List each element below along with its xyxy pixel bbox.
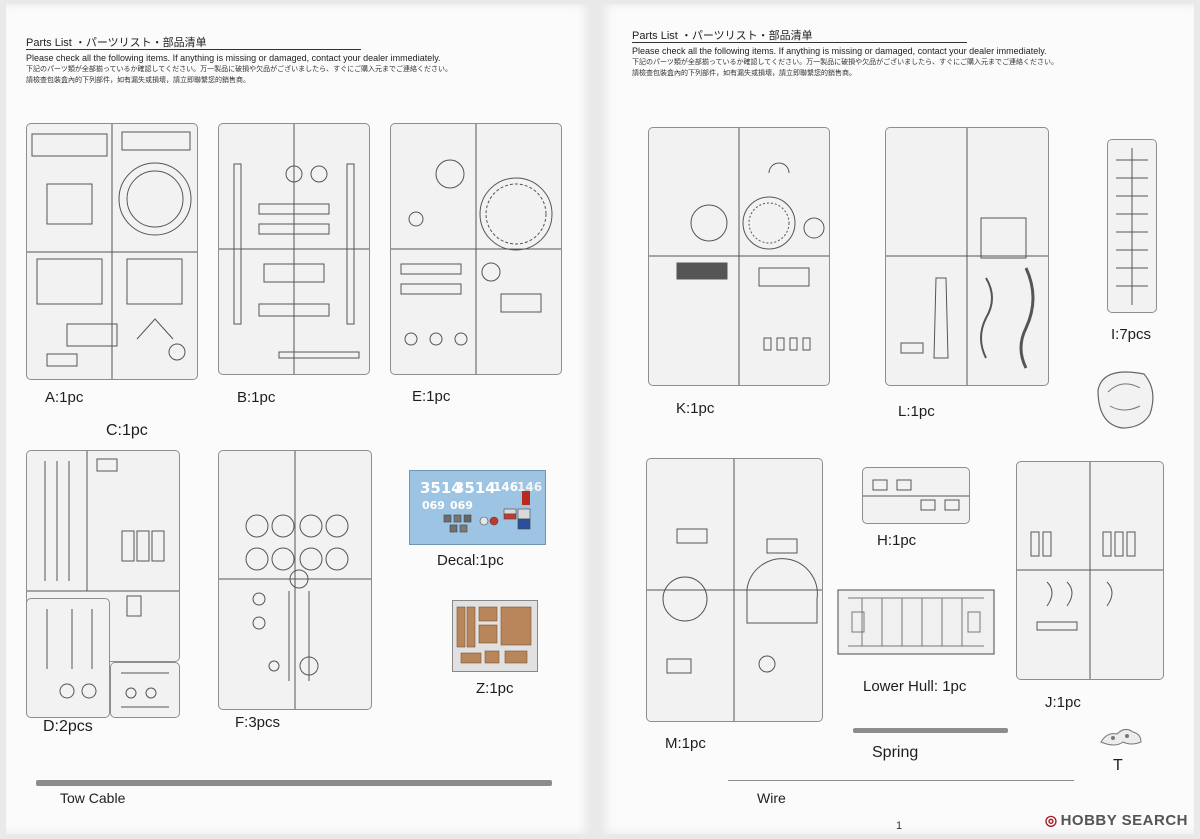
- instruction-english-right: Please check all the following items. If…: [632, 46, 1047, 56]
- label-sprue-m: M:1pc: [665, 735, 706, 752]
- turret-part-illustration: [1097, 371, 1154, 429]
- label-sprue-j: J:1pc: [1045, 694, 1081, 711]
- label-sprue-c: C:1pc: [106, 422, 148, 439]
- sprue-m-drawing: [647, 459, 822, 721]
- decal-number-146-b: 146: [517, 480, 542, 494]
- photo-etch-drawing: [456, 606, 532, 664]
- label-photo-etch-z: Z:1pc: [476, 680, 514, 697]
- sprue-b-illustration: [218, 123, 370, 375]
- instruction-japanese-right: 下記のパーツ類が全部揃っているか確認してください。万一製品に破損や欠品がございま…: [632, 59, 1058, 66]
- label-sprue-b: B:1pc: [237, 389, 276, 406]
- sprue-f-drawing: [219, 451, 371, 709]
- track-link-t-illustration: [1100, 728, 1142, 746]
- sprue-m-illustration: [646, 458, 823, 722]
- label-sprue-e: E:1pc: [412, 388, 451, 405]
- instruction-japanese-left: 下記のパーツ類が全部揃っているか確認してください。万一製品に破損や欠品がございま…: [26, 66, 452, 73]
- decal-number-3514-b: 3514: [454, 479, 496, 497]
- photo-etch-fret-z: [452, 600, 538, 672]
- hobby-search-logo-icon: ◎: [1044, 812, 1058, 828]
- lower-hull-illustration: [837, 589, 995, 655]
- label-sprue-a: A:1pc: [45, 389, 84, 406]
- sprue-d2-drawing: [46, 609, 97, 699]
- sprue-b-drawing: [219, 124, 369, 374]
- sprue-e-illustration: [390, 123, 562, 375]
- label-spring: Spring: [872, 744, 919, 761]
- label-sprue-d: D:2pcs: [43, 718, 93, 735]
- header-rule-left: [26, 49, 361, 50]
- sprue-k-drawing: [649, 128, 829, 385]
- label-wire: Wire: [757, 790, 786, 806]
- label-sprue-k: K:1pc: [676, 400, 715, 417]
- sprue-d2-illustration: [26, 598, 110, 718]
- sprue-l-illustration: [885, 127, 1049, 386]
- sprue-d3-illustration: [110, 662, 180, 718]
- sprue-d-drawing: [27, 451, 179, 617]
- spring-illustration: [853, 728, 1008, 733]
- wire-illustration: [728, 780, 1074, 781]
- decal-number-3514-a: 3514: [420, 479, 462, 497]
- instruction-chinese-left: 請檢查包裝盒內的下列部件，如有漏失或損壞，請立即聯繫您的銷售商。: [26, 77, 250, 84]
- sprue-a-c-drawing: [27, 124, 197, 379]
- parts-list-title-right: Parts List ・パーツリスト・部品清单: [632, 30, 813, 42]
- parts-list-title-left: Parts List ・パーツリスト・部品清单: [26, 37, 207, 49]
- sprue-d3-drawing: [121, 672, 169, 708]
- header-left: Parts List ・パーツリスト・部品清单 Please check all…: [26, 38, 452, 85]
- sprue-k-illustration: [648, 127, 830, 386]
- header-rule-right: [632, 42, 967, 43]
- decal-markings-drawing: 3514 3514 146 146 069 069: [420, 479, 542, 533]
- tow-cable-illustration: [36, 780, 552, 786]
- watermark-text: HOBBY SEARCH: [1060, 812, 1188, 829]
- label-tow-cable: Tow Cable: [60, 790, 126, 806]
- sprue-h-drawing: [863, 479, 969, 511]
- label-lower-hull: Lower Hull: 1pc: [863, 678, 967, 695]
- decal-sheet: 3514 3514 146 146 069 069: [409, 470, 546, 545]
- label-sprue-f: F:3pcs: [235, 714, 281, 731]
- page-number: 1: [896, 820, 903, 832]
- label-sprue-h: H:1pc: [877, 532, 917, 549]
- sprue-i-drawing: [1116, 148, 1148, 305]
- sprue-i-illustration: [1107, 139, 1157, 313]
- decal-number-146-a: 146: [493, 480, 518, 494]
- sprue-h-illustration: [862, 467, 970, 524]
- sprue-l-drawing: [886, 128, 1048, 385]
- label-sprue-l: L:1pc: [898, 403, 935, 420]
- sprue-j-illustration: [1016, 461, 1164, 680]
- label-sprue-i: I:7pcs: [1111, 326, 1152, 343]
- sprue-j-drawing: [1017, 462, 1163, 679]
- label-decal: Decal:1pc: [437, 552, 504, 569]
- sprue-e-drawing: [391, 124, 561, 374]
- header-right: Parts List ・パーツリスト・部品清单 Please check all…: [632, 31, 1058, 78]
- hobby-search-watermark: ◎HOBBY SEARCH: [1045, 812, 1188, 829]
- sprue-a-c-illustration: [26, 123, 198, 380]
- decal-number-069-a: 069: [422, 499, 445, 512]
- instruction-chinese-right: 請檢查包裝盒內的下列部件，如有漏失或損壞，請立即聯繫您的銷售商。: [632, 70, 856, 77]
- instruction-english-left: Please check all the following items. If…: [26, 53, 441, 63]
- decal-number-069-b: 069: [450, 499, 473, 512]
- label-track-link-t: T: [1113, 757, 1123, 774]
- sprue-f-illustration: [218, 450, 372, 710]
